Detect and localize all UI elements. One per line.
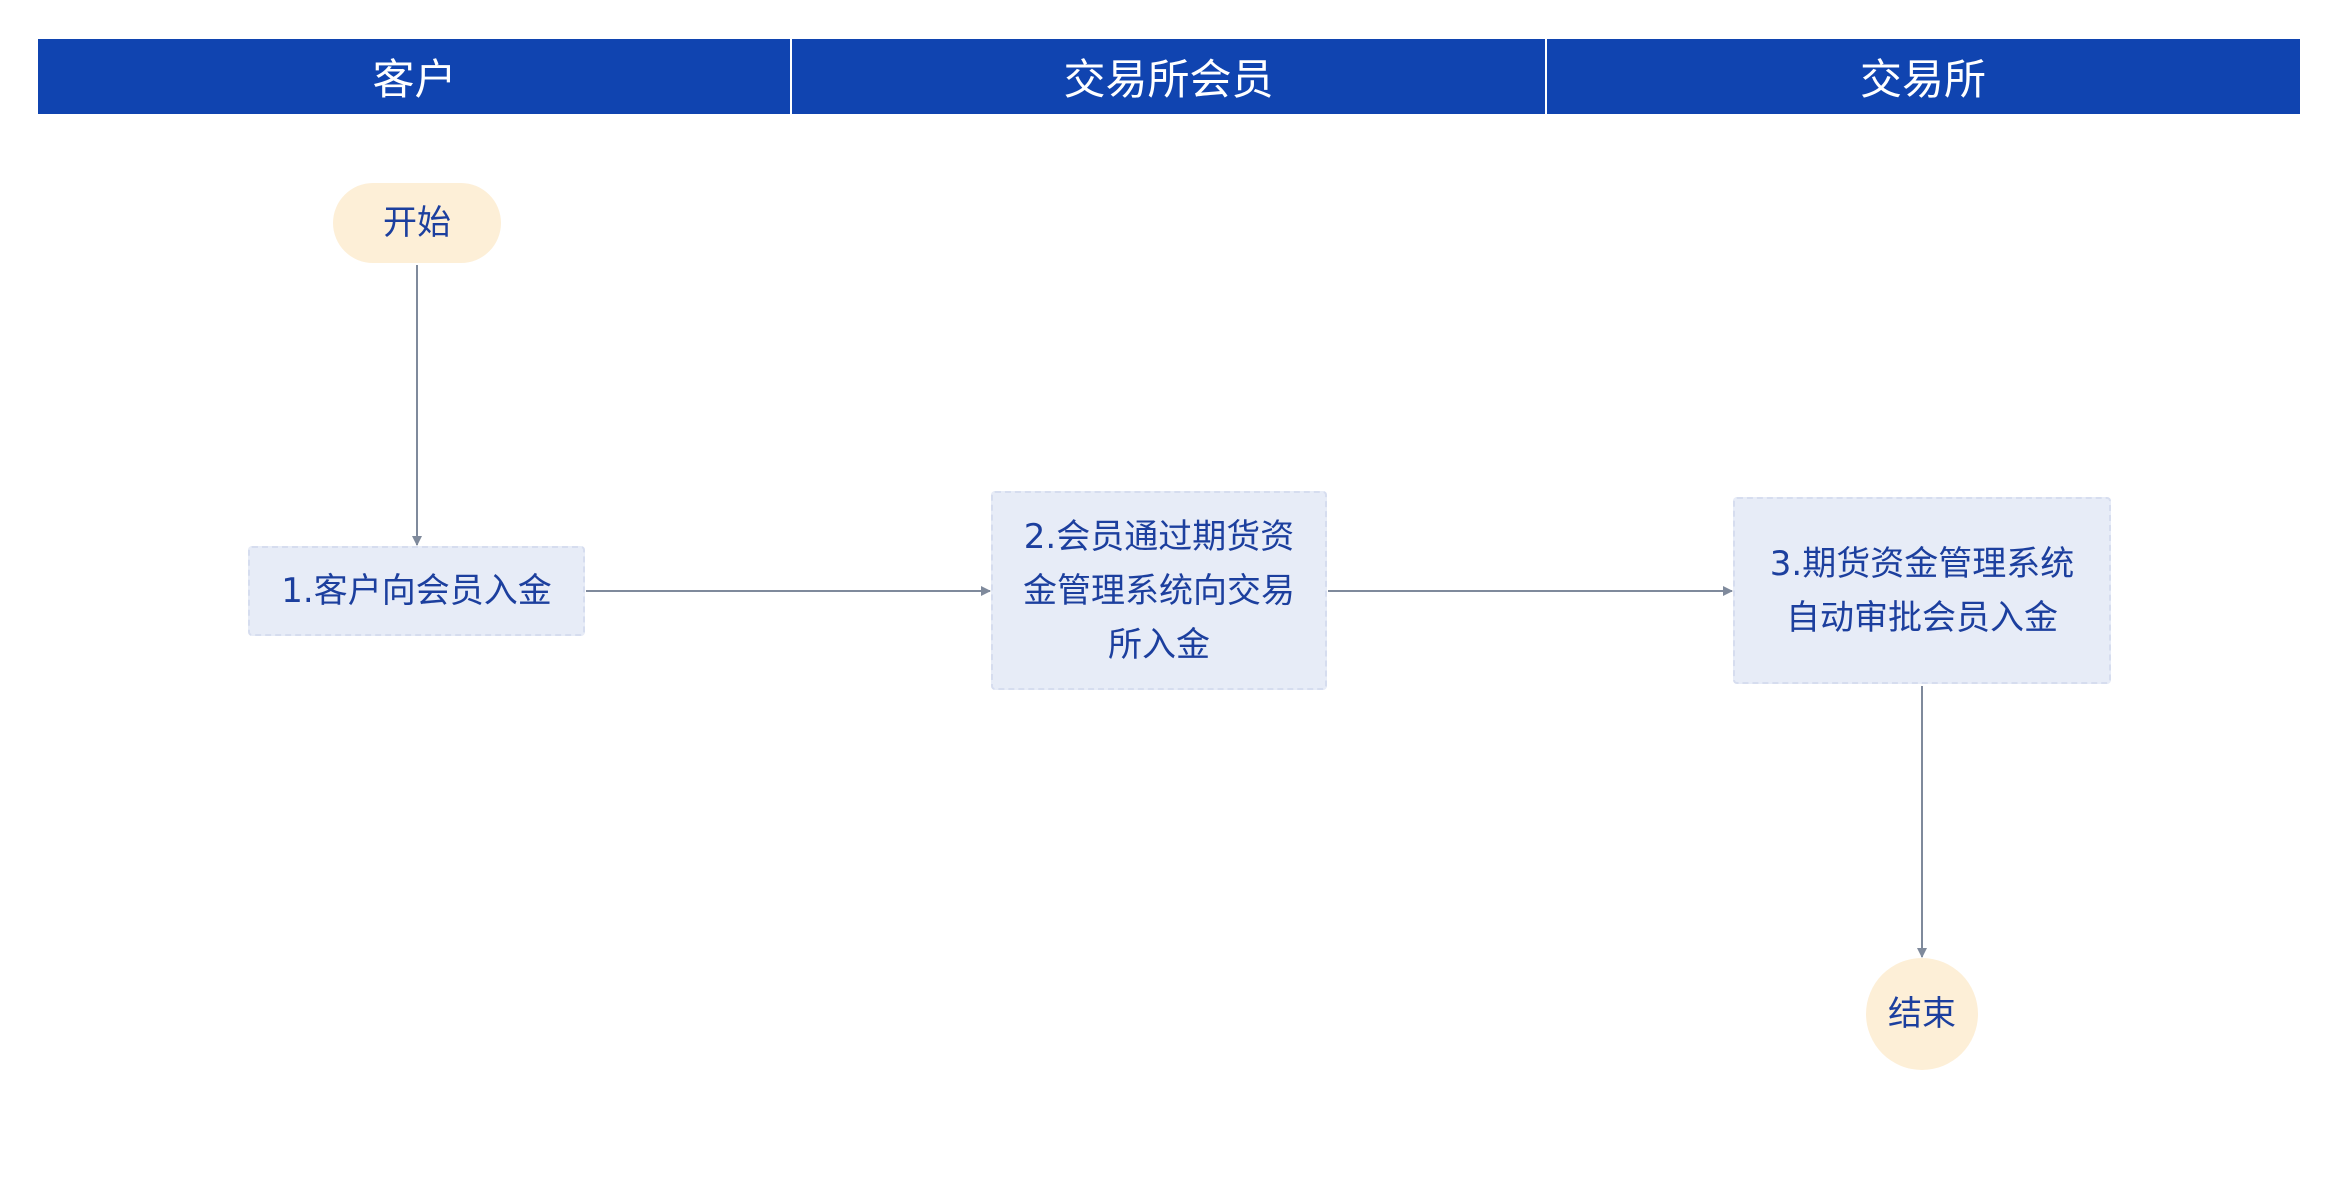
- lane-header-label: 交易所会员: [1063, 55, 1274, 104]
- lane-divider: [1545, 39, 1547, 114]
- start-node-label: 开始: [383, 203, 451, 243]
- start-node: 开始: [333, 183, 501, 263]
- lane-header-exchange: 交易所: [1546, 39, 2300, 114]
- process-node-label: 1.客户向会员入金: [281, 571, 552, 611]
- process-node-label: 2.会员通过期货资金管理系统向交易所入金: [1023, 516, 1295, 665]
- process-node-step3: 3.期货资金管理系统自动审批会员入金: [1733, 497, 2111, 684]
- lane-header-exchange-member: 交易所会员: [791, 39, 1546, 114]
- process-node-label: 3.期货资金管理系统自动审批会员入金: [1769, 543, 2075, 638]
- process-node-step2: 2.会员通过期货资金管理系统向交易所入金: [991, 491, 1327, 690]
- lane-header-customer: 客户: [38, 39, 791, 114]
- end-node-label: 结束: [1888, 994, 1956, 1034]
- end-node: 结束: [1866, 958, 1978, 1070]
- lane-divider: [790, 39, 792, 114]
- process-node-step1: 1.客户向会员入金: [248, 546, 585, 636]
- lane-header-label: 客户: [372, 55, 457, 104]
- lane-header-label: 交易所: [1859, 55, 1986, 104]
